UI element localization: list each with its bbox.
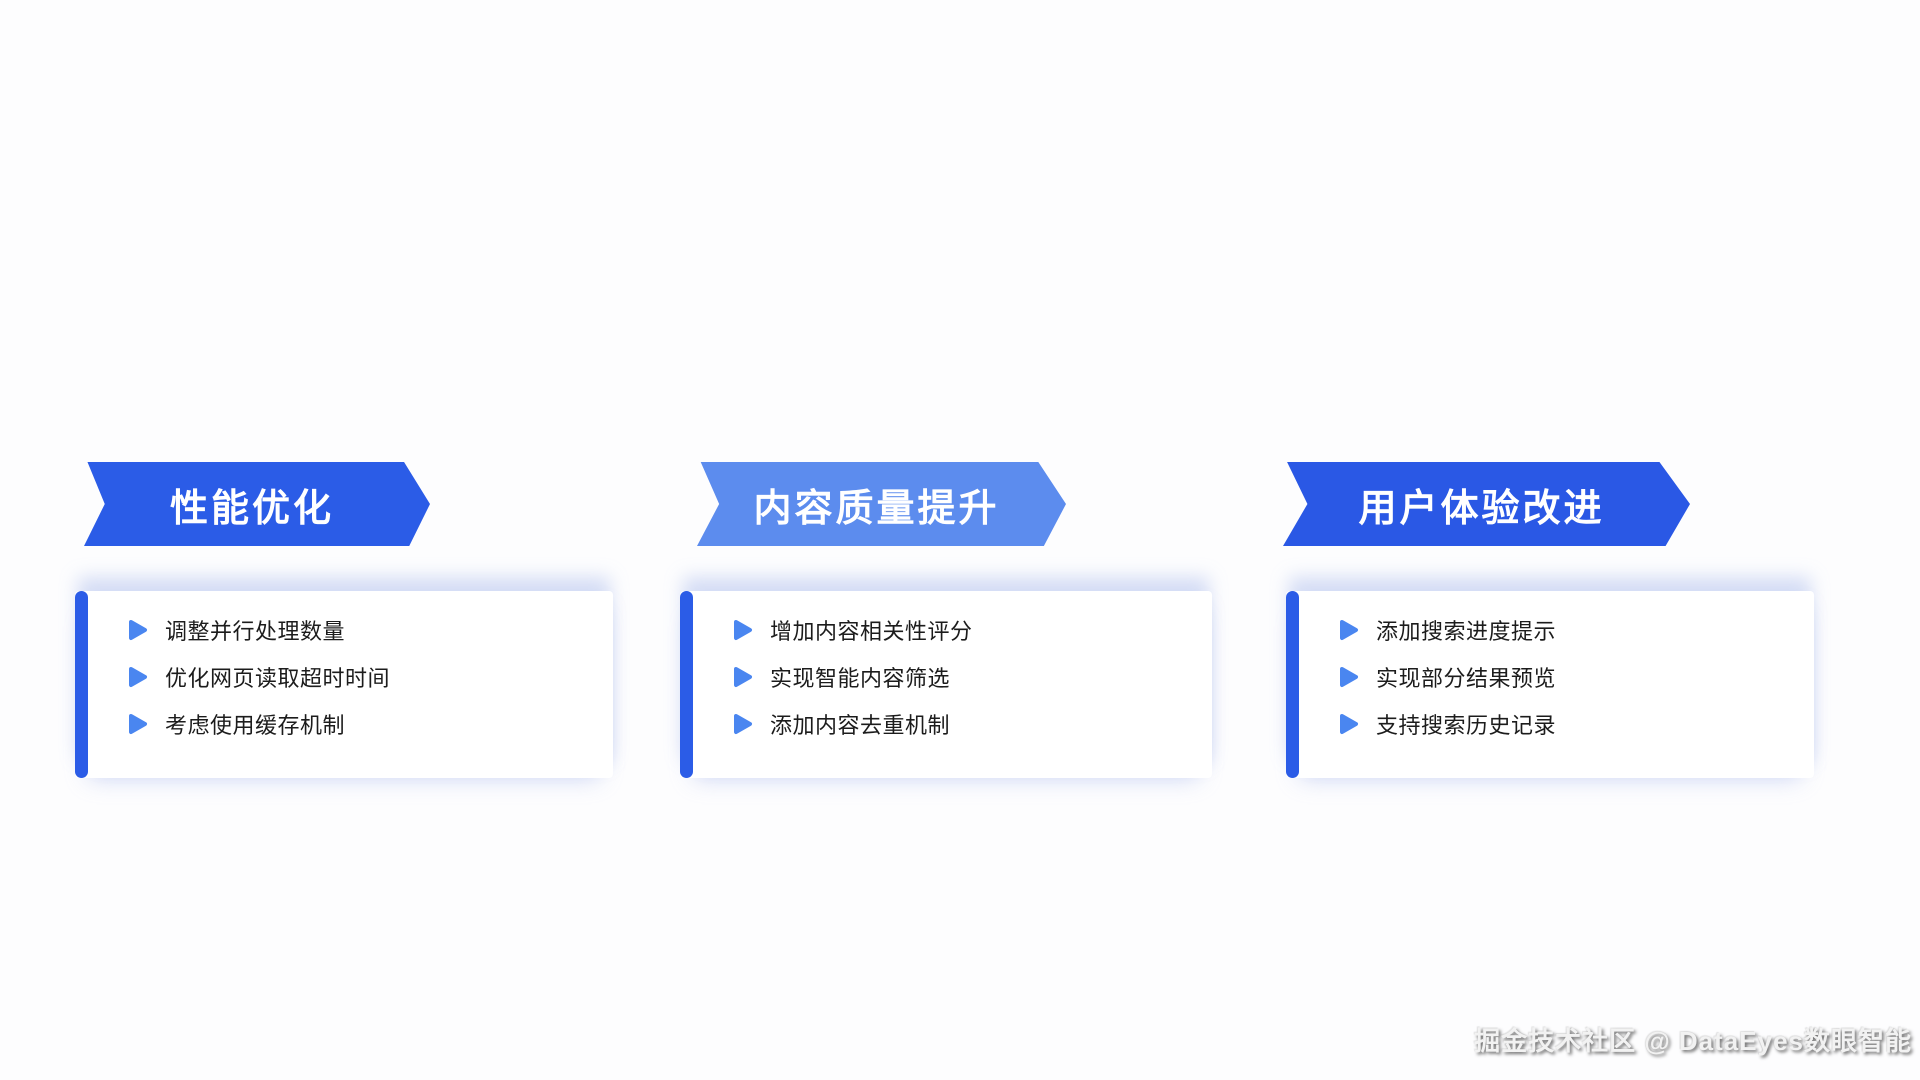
list-item: 支持搜索历史记录 (1339, 700, 1794, 747)
bullet-text: 增加内容相关性评分 (770, 618, 973, 644)
triangle-bullet-icon (733, 666, 753, 688)
bullet-text: 支持搜索历史记录 (1376, 712, 1557, 738)
triangle-bullet-icon (733, 713, 753, 735)
banner-title: 用户体验改进 (1358, 487, 1605, 530)
accent-bar (680, 591, 693, 778)
list-item: 调整并行处理数量 (128, 606, 593, 653)
watermark-text: 掘金技术社区 @ DataEyes数眼智能 (1474, 1026, 1912, 1056)
list-item: 优化网页读取超时时间 (128, 653, 593, 700)
list-item: 考虑使用缓存机制 (128, 700, 593, 747)
bullet-text: 添加内容去重机制 (770, 712, 951, 738)
banner-title: 内容质量提升 (753, 487, 1000, 530)
bullet-text: 考虑使用缓存机制 (165, 712, 346, 738)
bullet-list: 调整并行处理数量 优化网页读取超时时间 考虑使用缓存机制 (75, 591, 613, 747)
triangle-bullet-icon (1339, 666, 1359, 688)
bullet-list: 增加内容相关性评分 实现智能内容筛选 添加内容去重机制 (680, 591, 1212, 747)
list-item: 增加内容相关性评分 (733, 606, 1192, 653)
card-content-quality: 增加内容相关性评分 实现智能内容筛选 添加内容去重机制 (680, 591, 1212, 778)
triangle-bullet-icon (1339, 619, 1359, 641)
bullet-text: 优化网页读取超时时间 (165, 665, 391, 691)
card-performance: 调整并行处理数量 优化网页读取超时时间 考虑使用缓存机制 (75, 591, 613, 778)
list-item: 实现部分结果预览 (1339, 653, 1794, 700)
triangle-bullet-icon (1339, 713, 1359, 735)
triangle-bullet-icon (128, 713, 148, 735)
banner-title: 性能优化 (169, 487, 334, 530)
bullet-text: 添加搜索进度提示 (1376, 618, 1557, 644)
triangle-bullet-icon (128, 666, 148, 688)
list-item: 实现智能内容筛选 (733, 653, 1192, 700)
triangle-bullet-icon (128, 619, 148, 641)
list-item: 添加内容去重机制 (733, 700, 1192, 747)
banner-user-experience: 用户体验改进 (1283, 462, 1690, 546)
accent-bar (1286, 591, 1299, 778)
triangle-bullet-icon (733, 619, 753, 641)
banner-content-quality: 内容质量提升 (697, 462, 1066, 546)
bullet-list: 添加搜索进度提示 实现部分结果预览 支持搜索历史记录 (1286, 591, 1814, 747)
list-item: 添加搜索进度提示 (1339, 606, 1794, 653)
bullet-text: 调整并行处理数量 (165, 618, 346, 644)
bullet-text: 实现智能内容筛选 (770, 665, 951, 691)
card-user-experience: 添加搜索进度提示 实现部分结果预览 支持搜索历史记录 (1286, 591, 1814, 778)
bullet-text: 实现部分结果预览 (1376, 665, 1557, 691)
banner-performance: 性能优化 (84, 462, 430, 546)
accent-bar (75, 591, 88, 778)
